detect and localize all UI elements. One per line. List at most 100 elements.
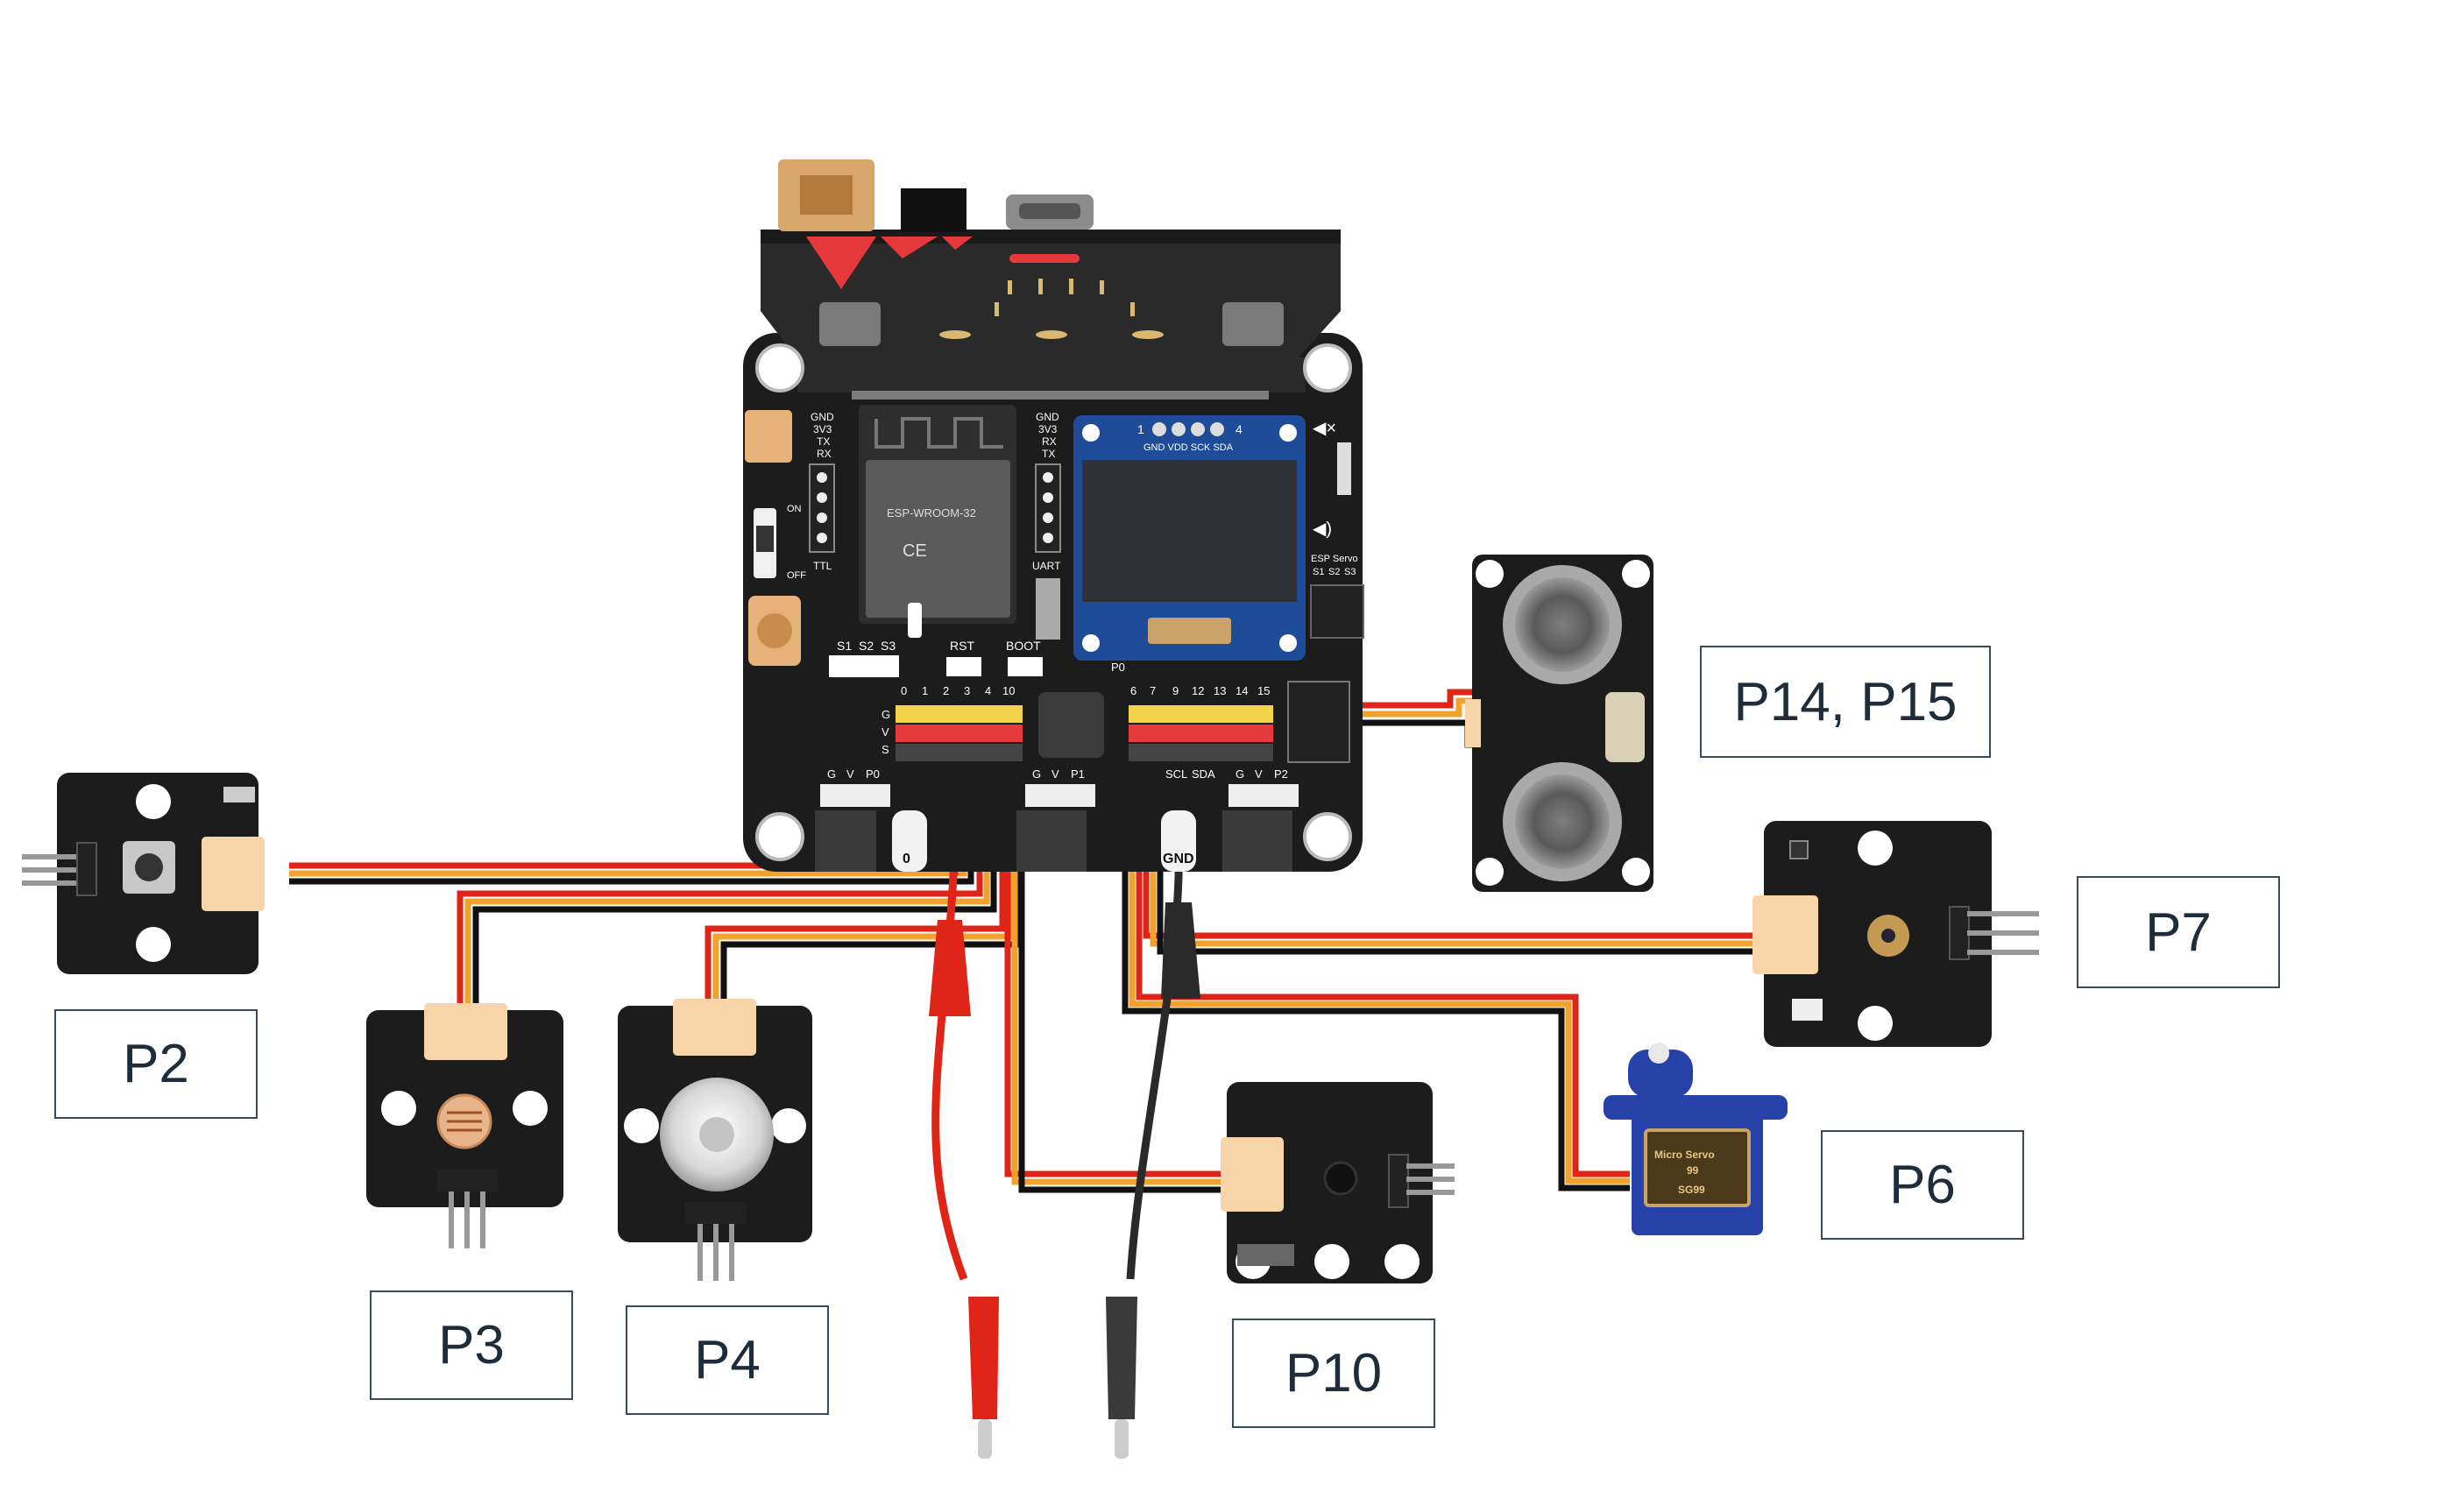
svg-text:S1: S1: [1313, 567, 1324, 577]
svg-text:3V3: 3V3: [1038, 423, 1058, 435]
p10-module: [1221, 1082, 1455, 1283]
label-p10: P10: [1232, 1319, 1435, 1428]
svg-text:1: 1: [1137, 422, 1144, 436]
croc-black-lead: [1126, 840, 1183, 1280]
svg-text:RST: RST: [950, 639, 974, 653]
bottom-ports: G V P0 G V P1 G V P2 SCL SDA: [820, 767, 1299, 807]
svg-text:P0: P0: [866, 767, 880, 781]
svg-text:4: 4: [1236, 422, 1243, 436]
mount-holes: [755, 343, 1352, 861]
expansion-board: ESP-WROOM-32 CE GND 3V3 TX RX ON OFF TTL…: [743, 159, 1364, 872]
servo-label-1: Micro Servo: [1654, 1149, 1715, 1161]
svg-text:TX: TX: [1042, 448, 1055, 460]
svg-text:P0: P0: [1111, 661, 1125, 674]
croc-clip-black-top: [1161, 902, 1200, 999]
svg-text:1: 1: [922, 684, 928, 697]
svg-text:TX: TX: [817, 435, 830, 448]
label-p4: P4: [626, 1305, 829, 1415]
label-p14-p15: P14, P15: [1700, 646, 1991, 758]
inductor: [1038, 692, 1104, 758]
svg-text:OFF: OFF: [787, 570, 806, 581]
speaker-area: ◀× ◀) ESP Servo S1 S2 S3: [1310, 419, 1364, 639]
pin-row-left: 0 1 2 3 4 10 G V S: [882, 684, 1023, 761]
label-p7: P7: [2077, 876, 2280, 988]
croc-clip-red-bottom: [968, 1297, 999, 1459]
croc-red-lead: [924, 804, 968, 1281]
wire-ultrasonic: [1349, 689, 1481, 748]
svg-text:9: 9: [1172, 684, 1179, 697]
svg-text:P1: P1: [1071, 767, 1085, 781]
svg-text:G: G: [882, 708, 890, 721]
svg-text:15: 15: [1257, 684, 1270, 697]
svg-text:BOOT: BOOT: [1006, 639, 1041, 653]
esp32-module: ESP-WROOM-32 CE: [859, 405, 1016, 624]
svg-text:G: G: [827, 767, 836, 781]
svg-text:S: S: [882, 743, 889, 756]
ce-mark: CE: [903, 541, 927, 561]
servo-label-2: 99: [1687, 1164, 1699, 1177]
wire-p6: [1122, 762, 1630, 1191]
svg-text:S3: S3: [1344, 567, 1356, 577]
svg-text:RX: RX: [1042, 435, 1057, 448]
svg-text:S1: S1: [837, 639, 852, 653]
wire-p10: [1004, 762, 1227, 1193]
svg-text:S2: S2: [1328, 567, 1340, 577]
board-buttons: S1 S2 S3 RST BOOT P0: [829, 603, 1125, 677]
label-p2: P2: [54, 1009, 258, 1119]
boot-button[interactable]: [1008, 657, 1043, 676]
svg-text:ESP Servo: ESP Servo: [1311, 554, 1358, 564]
svg-text:2: 2: [943, 684, 949, 697]
svg-text:10: 10: [1002, 684, 1015, 697]
svg-text:G: G: [1236, 767, 1244, 781]
svg-text:◀): ◀): [1313, 520, 1332, 539]
svg-text:14: 14: [1236, 684, 1248, 697]
svg-text:SCL: SCL: [1165, 767, 1187, 781]
svg-text:V: V: [882, 725, 889, 739]
edge-connector-pins: [852, 391, 1269, 399]
svg-text:6: 6: [1130, 684, 1136, 697]
ultrasonic-sensor: [1465, 555, 1653, 892]
svg-text:V: V: [1255, 767, 1263, 781]
croc-clip-red-top: [929, 920, 971, 1016]
label-p6: P6: [1821, 1130, 2024, 1240]
light-sensor-module: [366, 1003, 563, 1248]
svg-text:S2: S2: [859, 639, 874, 653]
servo-label-3: SG99: [1678, 1184, 1705, 1196]
svg-text:0: 0: [901, 684, 907, 697]
svg-text:P2: P2: [1274, 767, 1288, 781]
svg-text:GND VDD SCK SDA: GND VDD SCK SDA: [1143, 442, 1234, 453]
svg-text:V: V: [846, 767, 854, 781]
svg-text:3: 3: [964, 684, 970, 697]
pin-row-right: 6 7 9 12 13 14 15: [1129, 681, 1350, 763]
svg-text:TTL: TTL: [813, 560, 832, 572]
svg-text:SDA: SDA: [1192, 767, 1215, 781]
battery-connector: [745, 410, 792, 463]
rst-button[interactable]: [946, 657, 981, 676]
label-p3: P3: [370, 1290, 573, 1400]
svg-text:◀×: ◀×: [1313, 419, 1336, 438]
svg-text:G: G: [1032, 767, 1041, 781]
oled-display: 1 4 GND VDD SCK SDA: [1073, 415, 1306, 661]
svg-text:13: 13: [1214, 684, 1226, 697]
croc-clip-black-bottom: [1106, 1297, 1137, 1459]
button-module: [22, 773, 265, 974]
svg-text:12: 12: [1192, 684, 1204, 697]
edge-pads: 0 GND: [815, 810, 1292, 872]
svg-text:UART: UART: [1032, 560, 1061, 572]
svg-text:0: 0: [903, 852, 910, 866]
svg-text:3V3: 3V3: [813, 423, 832, 435]
svg-text:GND: GND: [1163, 852, 1194, 866]
left-header: GND 3V3 TX RX ON OFF TTL: [787, 411, 835, 581]
svg-text:GND: GND: [1036, 411, 1059, 423]
svg-text:GND: GND: [811, 411, 834, 423]
esp-module-label: ESP-WROOM-32: [887, 506, 976, 520]
right-header: GND 3V3 RX TX UART: [1032, 411, 1061, 640]
p7-module: [1752, 821, 2039, 1047]
svg-text:V: V: [1051, 767, 1059, 781]
svg-text:7: 7: [1150, 684, 1156, 697]
knob-module: [618, 999, 812, 1281]
microbit: [761, 159, 1341, 359]
servo-motor: Micro Servo 99 SG99: [1604, 1043, 1788, 1235]
svg-text:4: 4: [985, 684, 991, 697]
